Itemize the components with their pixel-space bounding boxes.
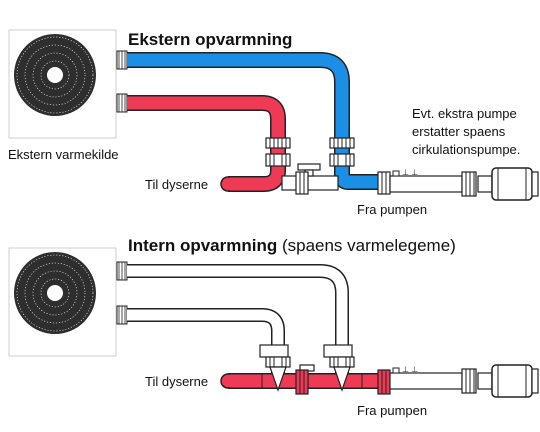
bottom-title: Intern opvarmning (spaens varmelegeme) bbox=[128, 236, 456, 255]
bottom-title-suffix: (spaens varmelegeme) bbox=[277, 236, 456, 255]
heater-icon: ⊥ ⊥ bbox=[389, 365, 463, 390]
to-jets-label: Til dyserne bbox=[145, 177, 209, 192]
bottom-diagram: ⊥ ⊥ bbox=[8, 247, 539, 398]
top-diagram: ⊥ ⊥ bbox=[8, 29, 539, 201]
fan-icon bbox=[14, 34, 96, 116]
svg-text:⊥ ⊥: ⊥ ⊥ bbox=[402, 168, 418, 177]
cold-pipe bbox=[127, 52, 390, 190]
extra-pump-note: Evt. ekstra pumpe erstatter spaens cirku… bbox=[412, 106, 521, 157]
idle-pipes bbox=[127, 264, 349, 380]
pump-icon bbox=[477, 364, 539, 398]
valve-icon bbox=[265, 137, 291, 167]
from-pump-label: Fra pumpen bbox=[357, 202, 428, 217]
svg-text:⊥ ⊥: ⊥ ⊥ bbox=[402, 365, 418, 374]
from-pump-label: Fra pumpen bbox=[357, 403, 428, 418]
valve-handle-icon bbox=[297, 163, 321, 177]
pump-icon bbox=[477, 167, 539, 201]
valve-icon bbox=[329, 137, 355, 167]
heat-source-unit bbox=[8, 29, 128, 139]
manifold-pipe bbox=[281, 175, 339, 191]
valve-icon bbox=[323, 344, 355, 392]
valve-icon bbox=[259, 344, 291, 392]
fan-icon bbox=[14, 252, 96, 334]
to-jets-label: Til dyserne bbox=[145, 374, 209, 389]
heat-source-label: Ekstern varmekilde bbox=[8, 147, 119, 162]
heat-source-unit bbox=[8, 247, 128, 357]
heater-icon: ⊥ ⊥ bbox=[389, 168, 463, 193]
top-title: Ekstern opvarmning bbox=[128, 30, 293, 49]
